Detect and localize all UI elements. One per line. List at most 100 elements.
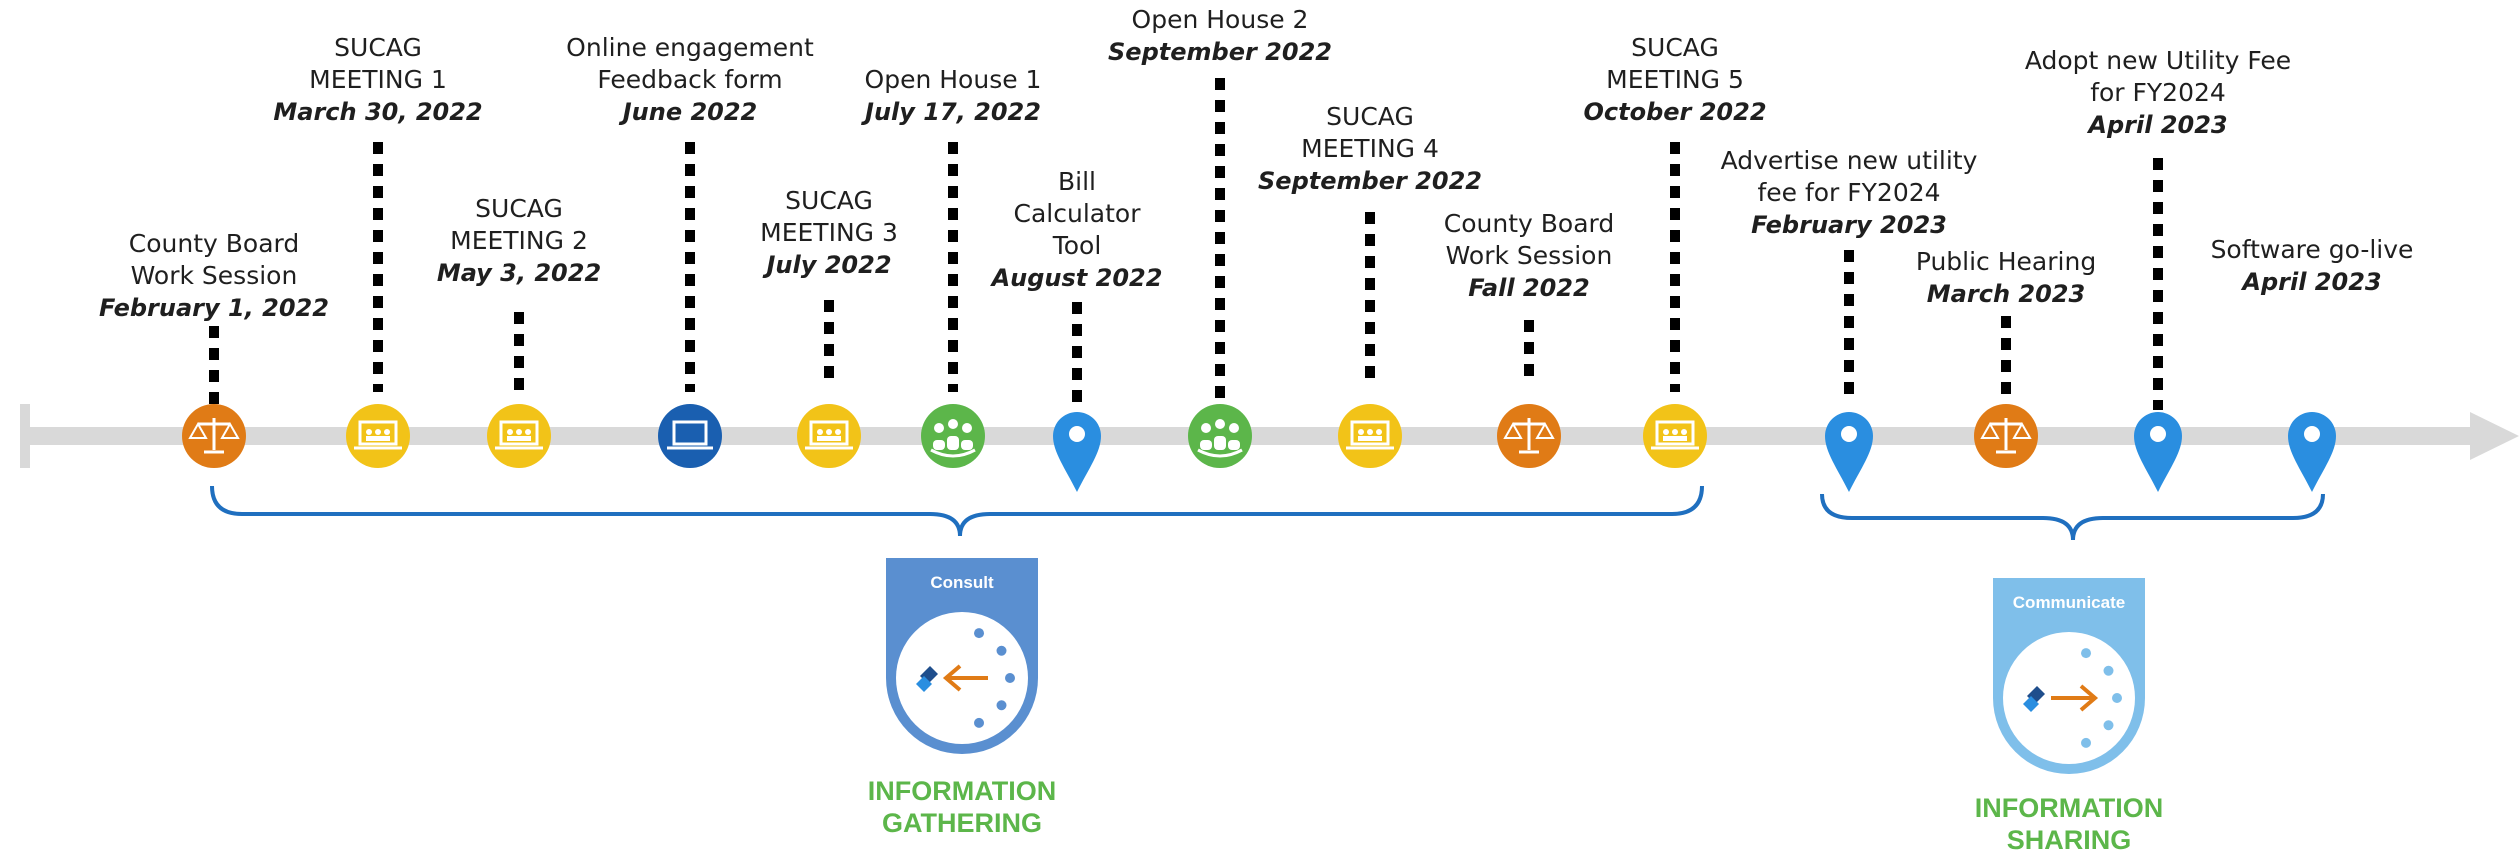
event-label: SUCAG MEETING 3 July 2022 xyxy=(760,185,898,281)
event-title-line: Open House 2 xyxy=(1131,5,1309,34)
event-title-line: Online engagement xyxy=(566,33,814,62)
meeting-screen-icon xyxy=(1338,404,1402,468)
event-date: April 2023 xyxy=(2088,111,2228,139)
timeline-event xyxy=(1053,302,1101,492)
event-label: SUCAG MEETING 2 May 3, 2022 xyxy=(437,193,601,289)
event-title-line: MEETING 4 xyxy=(1301,134,1439,163)
event-date: March 30, 2022 xyxy=(273,98,483,126)
phase-label-line: INFORMATION xyxy=(1974,793,2164,823)
event-title-line: Bill xyxy=(1058,167,1096,196)
event-title-line: MEETING 2 xyxy=(450,226,588,255)
event-title-line: Public Hearing xyxy=(1915,247,2097,276)
map-pin-icon xyxy=(1825,412,1873,492)
event-title-line: County Board xyxy=(128,229,300,258)
map-pin-icon xyxy=(1053,412,1101,492)
people-group-icon xyxy=(921,404,985,468)
phase-badge: Communicate xyxy=(1993,578,2145,774)
timeline-event xyxy=(921,142,985,468)
phase-label-line: GATHERING xyxy=(881,808,1042,838)
event-title-line: Tool xyxy=(1052,231,1102,260)
map-pin-icon xyxy=(2288,412,2336,492)
event-title-line: for FY2024 xyxy=(2090,78,2226,107)
timeline-event xyxy=(1188,78,1252,468)
event-title-line: Advertise new utility xyxy=(1720,146,1978,175)
timeline-event xyxy=(1825,250,1873,492)
event-label: Open House 2 September 2022 xyxy=(1108,4,1332,68)
meeting-screen-icon xyxy=(797,404,861,468)
timeline-event xyxy=(182,326,246,468)
brace-information-sharing xyxy=(1820,493,2325,541)
event-date: June 2022 xyxy=(622,98,758,126)
timeline-event xyxy=(2288,412,2336,492)
timeline-event xyxy=(346,142,410,468)
event-title-line: MEETING 1 xyxy=(309,65,447,94)
timeline-event xyxy=(1643,142,1707,468)
timeline-start-cap xyxy=(20,404,30,468)
event-title-line: SUCAG xyxy=(1326,102,1414,131)
event-title-line: MEETING 3 xyxy=(760,218,898,247)
timeline-event xyxy=(487,312,551,468)
event-date: Fall 2022 xyxy=(1468,274,1590,302)
event-date: July 2022 xyxy=(766,251,892,279)
timeline-event xyxy=(1338,212,1402,468)
event-title-line: SUCAG xyxy=(785,186,873,215)
timeline-event xyxy=(2134,158,2182,492)
event-date: May 3, 2022 xyxy=(436,259,602,287)
event-label: SUCAG MEETING 1 March 30, 2022 xyxy=(273,32,482,128)
meeting-screen-icon xyxy=(1643,404,1707,468)
timeline-event xyxy=(658,142,722,468)
timeline-arrowhead xyxy=(2470,412,2519,460)
event-title-line: Work Session xyxy=(1445,241,1613,270)
event-title-line: Feedback form xyxy=(597,65,783,94)
event-title-line: Work Session xyxy=(130,261,298,290)
event-date: July 17, 2022 xyxy=(865,98,1041,126)
phase-badge-title: Consult xyxy=(930,573,994,592)
event-label: Open House 1 July 17, 2022 xyxy=(865,64,1042,128)
event-date: September 2022 xyxy=(1258,167,1482,195)
event-date: April 2023 xyxy=(2242,268,2382,296)
scales-icon xyxy=(1497,404,1561,468)
timeline-event xyxy=(1497,320,1561,468)
scales-icon xyxy=(182,404,246,468)
event-title-line: Calculator xyxy=(1013,199,1141,228)
scales-icon xyxy=(1974,404,2038,468)
event-title-line: SUCAG xyxy=(334,33,422,62)
brace-information-gathering xyxy=(210,485,1704,537)
meeting-screen-icon xyxy=(346,404,410,468)
event-title-line: Open House 1 xyxy=(864,65,1042,94)
phase-label-line: INFORMATION xyxy=(867,776,1057,806)
event-date: March 2023 xyxy=(1926,280,2086,308)
phase-badge-title: Communicate xyxy=(2013,593,2125,612)
laptop-icon xyxy=(658,404,722,468)
people-group-icon xyxy=(1188,404,1252,468)
event-date: February 2023 xyxy=(1751,211,1947,239)
timeline-event xyxy=(797,300,861,468)
event-date: August 2022 xyxy=(991,264,1163,292)
event-label: SUCAG MEETING 5 October 2022 xyxy=(1583,32,1766,128)
event-title-line: SUCAG xyxy=(1631,33,1719,62)
event-title-line: Adopt new Utility Fee xyxy=(2024,46,2292,75)
event-title-line: SUCAG xyxy=(475,194,563,223)
map-pin-icon xyxy=(2134,412,2182,492)
meeting-screen-icon xyxy=(487,404,551,468)
event-title-line: fee for FY2024 xyxy=(1757,178,1941,207)
event-label: SUCAG MEETING 4 September 2022 xyxy=(1258,101,1482,197)
timeline-event xyxy=(1974,316,2038,468)
event-title-line: MEETING 5 xyxy=(1606,65,1744,94)
event-title-line: County Board xyxy=(1443,209,1615,238)
event-date: October 2022 xyxy=(1583,98,1767,126)
event-date: February 1, 2022 xyxy=(99,294,329,322)
phase-badge: Consult xyxy=(886,558,1038,754)
event-date: September 2022 xyxy=(1108,38,1332,66)
event-title-line: Software go-live xyxy=(2210,235,2414,264)
